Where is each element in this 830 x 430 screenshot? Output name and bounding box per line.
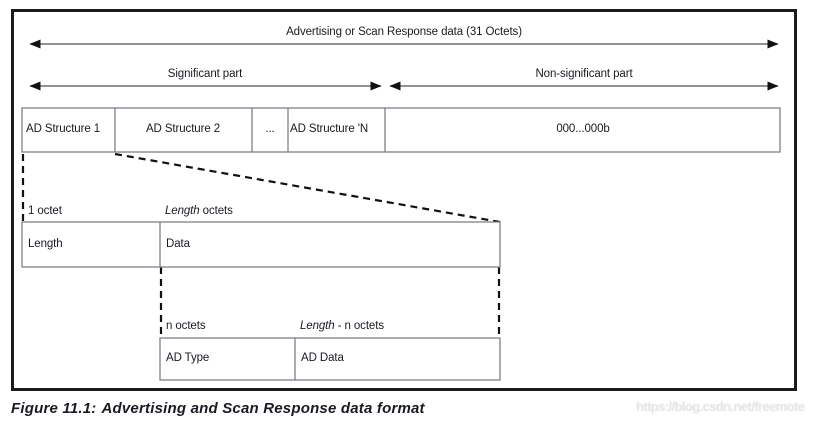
size-label-n-octets: n octets bbox=[166, 320, 206, 333]
cell-data: Data bbox=[166, 238, 190, 250]
figure-caption-number: Figure 11.1: bbox=[11, 400, 97, 417]
size-label-length-octets-suffix: octets bbox=[199, 205, 233, 217]
size-label-length-minus-n-octets: Length - n octets bbox=[300, 320, 384, 333]
figure-caption-text: Advertising and Scan Response data forma… bbox=[101, 400, 425, 417]
size-label-length-minus-n-suffix: - n octets bbox=[334, 320, 384, 332]
cell-ad-structure-n: AD Structure 'N bbox=[290, 123, 369, 135]
cell-ad-structure-1: AD Structure 1 bbox=[26, 123, 101, 135]
size-label-length-minus-n-italic: Length bbox=[300, 320, 335, 332]
size-label-n-octets-text: n octets bbox=[166, 320, 206, 332]
label-non-significant-part: Non-significant part bbox=[535, 68, 633, 80]
cell-ad-type: AD Type bbox=[166, 352, 210, 364]
cell-zero-padding: 000...000b bbox=[556, 123, 610, 135]
figure-outer-frame bbox=[11, 9, 797, 391]
size-label-one-octet-text: 1 octet bbox=[28, 205, 62, 217]
size-label-one-octet: 1 octet bbox=[28, 205, 62, 218]
watermark-text: https://blog.csdn.net/freemote bbox=[636, 399, 805, 414]
cell-ad-structure-2: AD Structure 2 bbox=[145, 123, 221, 135]
cell-length: Length bbox=[28, 238, 63, 250]
size-label-length-octets-italic: Length bbox=[165, 205, 200, 217]
cell-ad-data: AD Data bbox=[301, 352, 344, 364]
figure-caption: Figure 11.1:Advertising and Scan Respons… bbox=[11, 400, 425, 417]
label-significant-part: Significant part bbox=[167, 68, 243, 80]
size-label-length-octets: Length octets bbox=[165, 205, 233, 218]
label-total-data-span: Advertising or Scan Response data (31 Oc… bbox=[286, 26, 522, 38]
cell-ellipsis: ... bbox=[265, 123, 275, 135]
